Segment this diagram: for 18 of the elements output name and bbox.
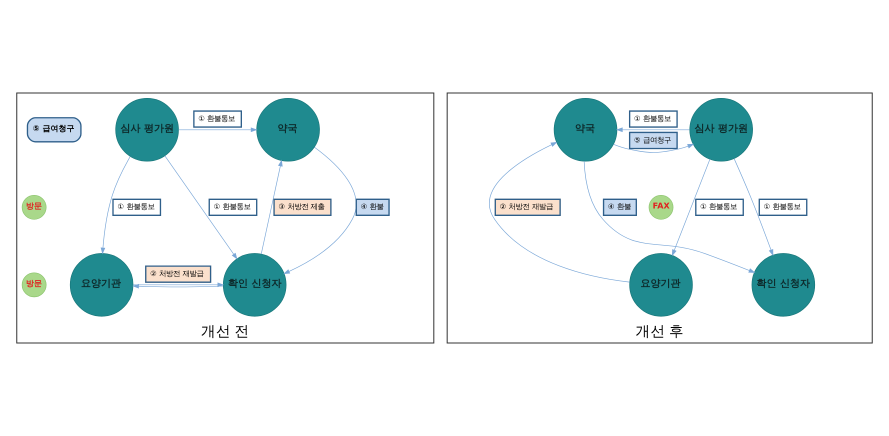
node-circle: 약국	[554, 98, 618, 162]
arrow	[164, 156, 238, 260]
arrow	[283, 146, 356, 274]
node-circle: 요양기관	[629, 253, 693, 317]
arrow	[613, 144, 694, 153]
arrow	[489, 142, 630, 282]
arrow	[260, 160, 283, 254]
arrow	[100, 156, 131, 254]
node-circle: 요양기관	[70, 253, 134, 317]
node-circle: 심사 평가원	[689, 98, 753, 162]
arrow	[672, 158, 710, 256]
arrow	[178, 127, 258, 132]
node-circle: 심사 평가원	[115, 98, 179, 162]
arrow	[616, 127, 690, 132]
arrow	[584, 160, 756, 273]
arrow	[734, 158, 774, 256]
node-circle: 확인 신청자	[752, 253, 816, 317]
node-circle: 약국	[256, 98, 320, 162]
